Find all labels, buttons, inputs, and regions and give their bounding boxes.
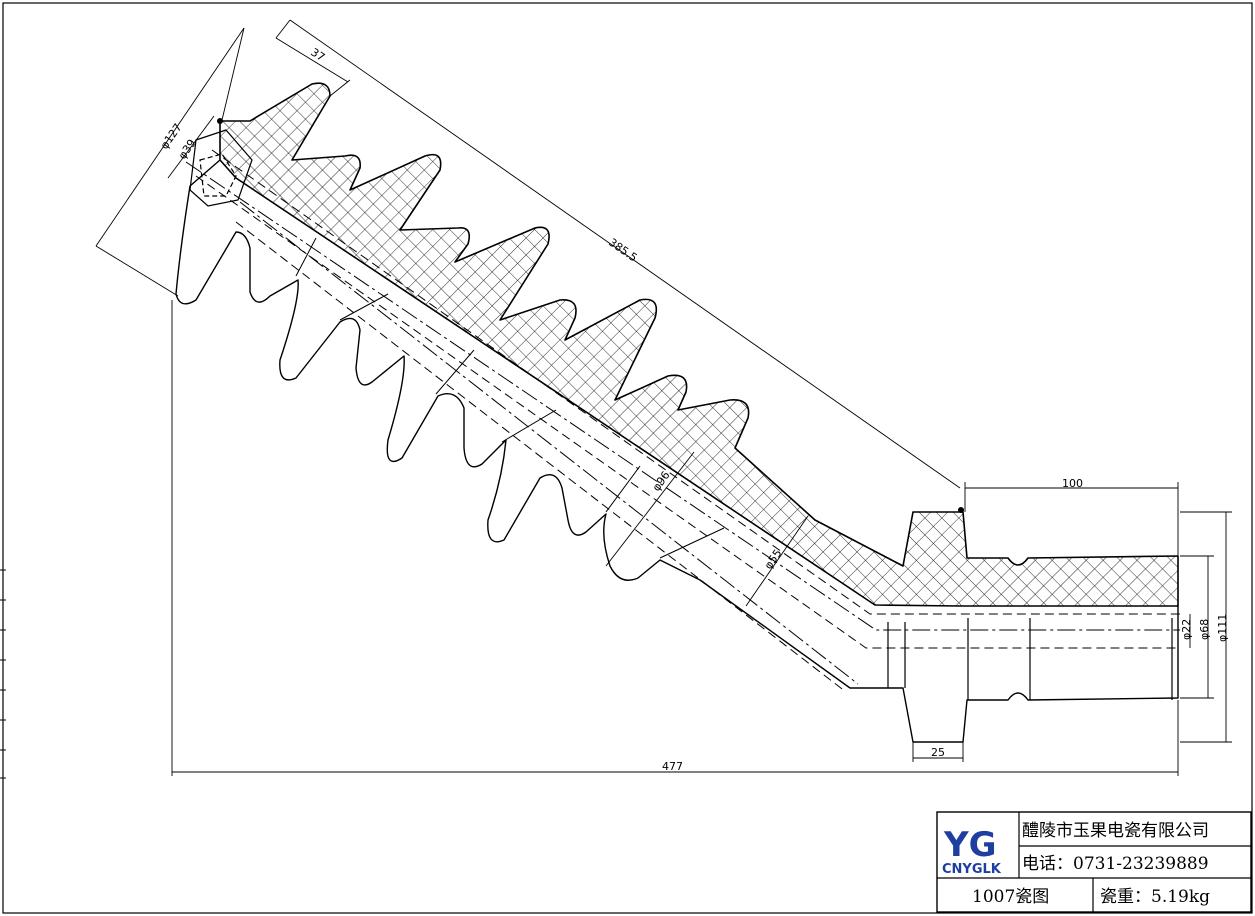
- shed-section-lines: [295, 237, 725, 559]
- company-name: 醴陵市玉果电瓷有限公司: [1022, 821, 1209, 841]
- dimension-lines: [95, 19, 1232, 776]
- dim-100: 100: [1062, 477, 1083, 490]
- porcelain-weight: 瓷重：5.19kg: [1100, 887, 1210, 907]
- hatched-section: [219, 82, 1179, 607]
- logo-subtext: CNYGLK: [942, 862, 1002, 877]
- lower-outline: [175, 159, 1179, 743]
- title-block: YG CNYGLK 醴陵市玉果电瓷有限公司 电话：0731-23239889 1…: [936, 811, 1252, 913]
- phone-number: 电话：0731-23239889: [1022, 854, 1209, 874]
- dim-37: 37: [308, 46, 327, 65]
- left-edge-ticks: [0, 569, 6, 779]
- ref-point-right: [958, 507, 964, 513]
- dim-d68: φ68: [1198, 619, 1211, 640]
- dim-d111: φ111: [1216, 614, 1229, 642]
- dim-477: 477: [662, 760, 683, 773]
- drawing-number: 1007瓷图: [972, 887, 1049, 907]
- dim-385: 385.5: [606, 236, 639, 265]
- dim-d22: φ22: [1180, 619, 1193, 640]
- ref-point-left: [217, 118, 223, 124]
- logo-letters: YG: [943, 825, 997, 865]
- centerlines: [185, 149, 1180, 693]
- end-cap-right: [887, 618, 1173, 700]
- dim-25: 25: [931, 746, 945, 759]
- dim-d55: φ55: [762, 547, 785, 572]
- company-logo: YG CNYGLK: [942, 825, 1002, 877]
